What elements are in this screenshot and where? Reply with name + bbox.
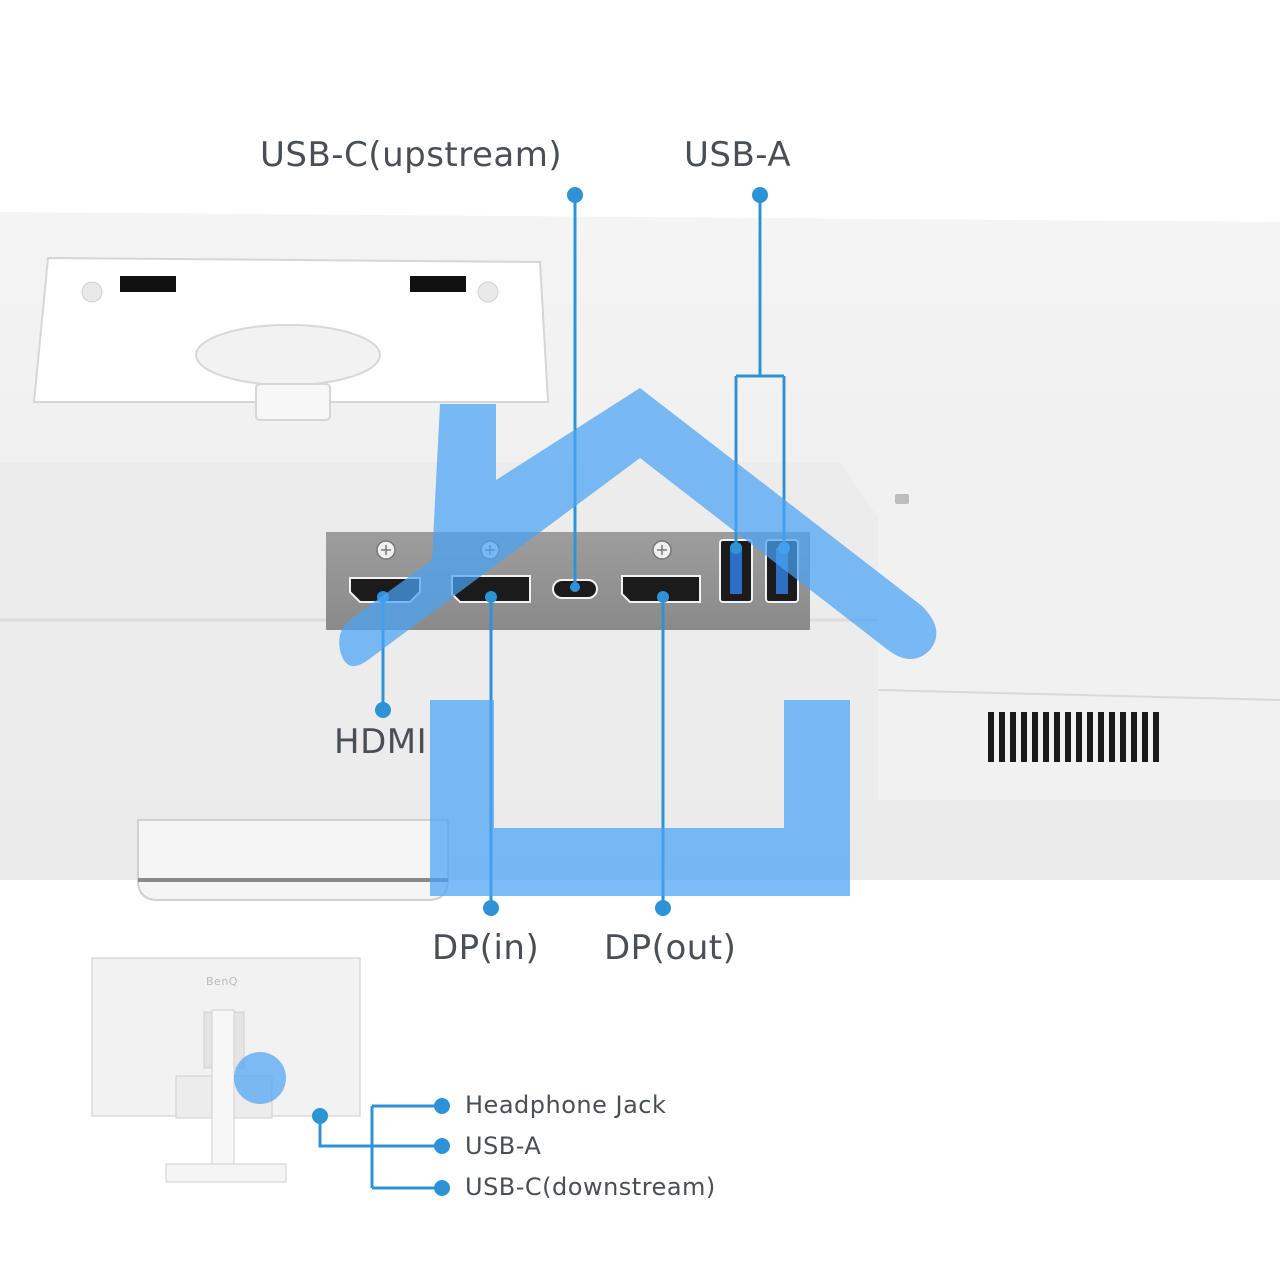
vent-slot bbox=[1109, 712, 1115, 762]
vent-slot bbox=[1087, 712, 1093, 762]
vent-slot bbox=[999, 712, 1005, 762]
usb-a-label: USB-A bbox=[684, 135, 792, 175]
hdmi-label: HDMI bbox=[334, 722, 428, 762]
vent-slot bbox=[1131, 712, 1137, 762]
vent-slot bbox=[1021, 712, 1027, 762]
vent-slots bbox=[988, 712, 1159, 762]
vent-slot bbox=[1153, 712, 1159, 762]
dp-in-label: DP(in) bbox=[432, 928, 540, 968]
vent-slot bbox=[1120, 712, 1126, 762]
vent-slot bbox=[1032, 712, 1038, 762]
usb-c-upstream-label: USB-C(upstream) bbox=[260, 135, 563, 175]
vent-slot bbox=[1098, 712, 1104, 762]
dp-out-label: DP(out) bbox=[604, 928, 737, 968]
vent-slot bbox=[1076, 712, 1082, 762]
brand-logo: BenQ bbox=[206, 975, 238, 988]
side-port-dots bbox=[312, 1098, 450, 1196]
side-ports-callout bbox=[318, 1104, 442, 1190]
side-port-label: Headphone Jack bbox=[465, 1091, 667, 1119]
vent-slot bbox=[1054, 712, 1060, 762]
vent-slot bbox=[988, 712, 994, 762]
side-port-label: USB-C(downstream) bbox=[465, 1173, 716, 1201]
monitor-thumbnail bbox=[91, 957, 361, 1183]
vent-slot bbox=[1142, 712, 1148, 762]
home-icon bbox=[339, 388, 937, 896]
vent-slot bbox=[1043, 712, 1049, 762]
side-port-label: USB-A bbox=[465, 1132, 542, 1160]
vent-slot bbox=[1065, 712, 1071, 762]
callout-dots bbox=[375, 187, 790, 916]
vent-slot bbox=[1010, 712, 1016, 762]
